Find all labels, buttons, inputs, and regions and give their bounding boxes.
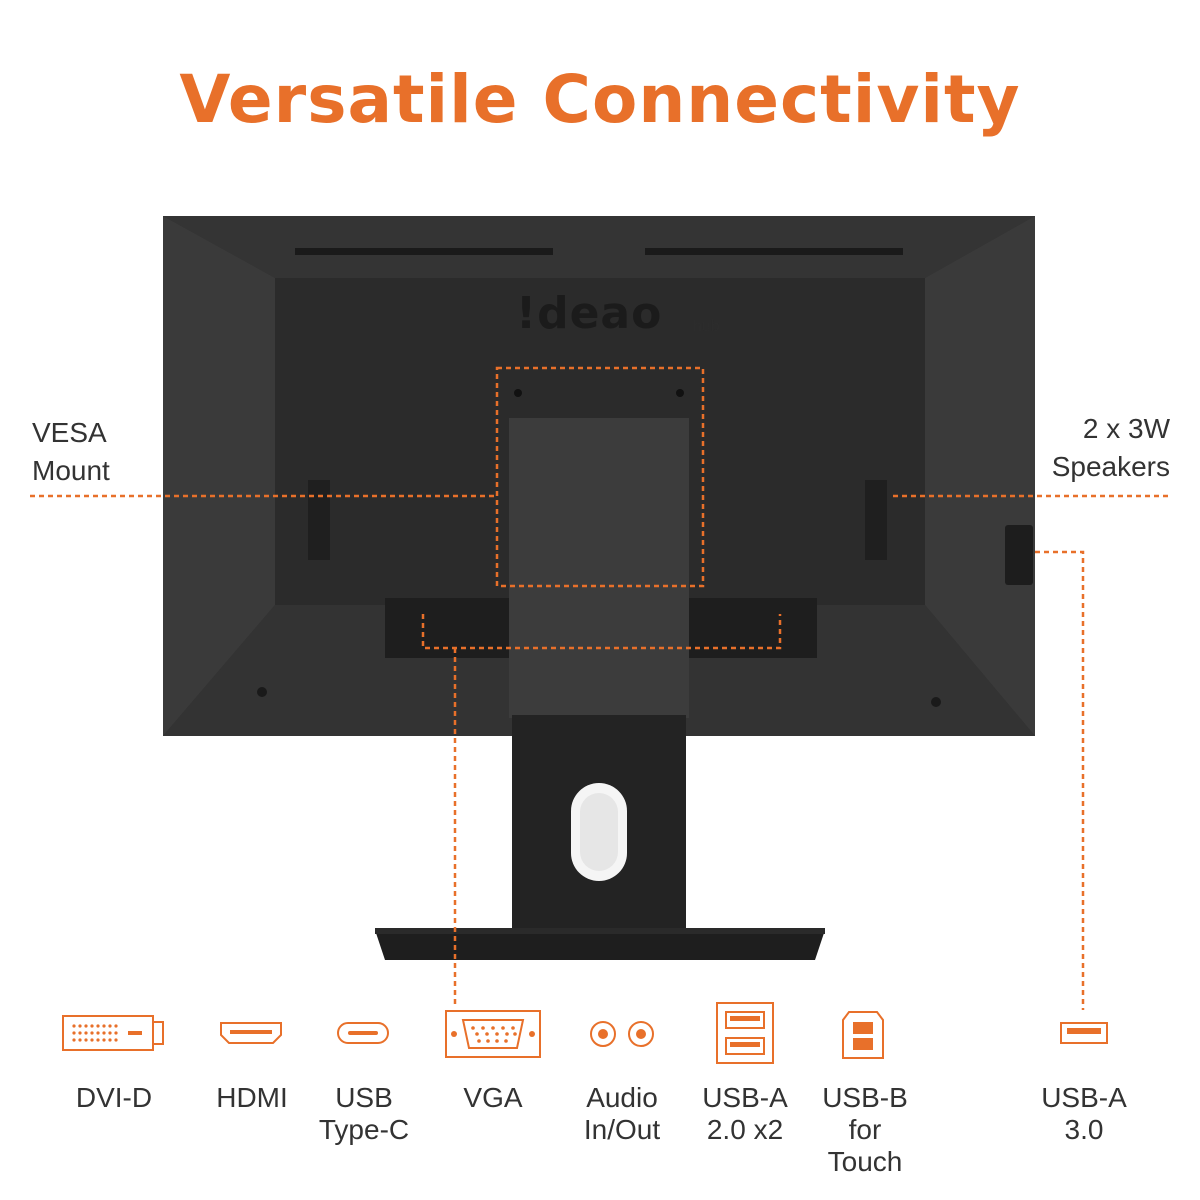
audio-port-icon xyxy=(590,1021,654,1047)
usb-b-port-icon xyxy=(842,1011,884,1059)
usb-type-c-port-icon xyxy=(337,1022,389,1044)
speaker-grill-right xyxy=(865,480,887,560)
dvi-d-port-icon xyxy=(62,1015,164,1051)
port-label-vga: VGA xyxy=(463,1082,523,1113)
speaker-grill-left xyxy=(308,480,330,560)
side-usb-port xyxy=(1005,525,1033,585)
side-usb-leader xyxy=(1035,550,1085,1010)
port-label-audio: Audio In/Out xyxy=(583,1082,661,1145)
speakers-label: 2 x 3W Speakers xyxy=(1051,413,1170,482)
usb-a-2-port-icon xyxy=(716,1002,774,1064)
callout-lines xyxy=(30,366,1170,1010)
port-label-usb-b: USB-B for Touch xyxy=(822,1082,908,1177)
brand-sub: hub xyxy=(693,318,720,335)
vesa-mount-label: VESA Mount xyxy=(32,417,110,486)
vesa-mount-outline xyxy=(495,366,705,588)
port-label-usb-a-2: USB-A 2.0 x2 xyxy=(702,1082,788,1145)
port-panel-outline xyxy=(421,614,782,650)
monitor-stand xyxy=(375,418,825,960)
port-label-dvi-d: DVI-D xyxy=(75,1082,153,1113)
port-label-usb-a-3: USB-A 3.0 xyxy=(1041,1082,1127,1145)
brand-logo: !deao xyxy=(516,288,663,339)
hdmi-port-icon xyxy=(220,1022,282,1044)
port-label-usb-type-c: USB Type-C xyxy=(318,1082,410,1145)
port-label-hdmi: HDMI xyxy=(216,1082,288,1113)
page-title: Versatile Connectivity xyxy=(179,61,1021,138)
vga-port-icon xyxy=(445,1010,541,1058)
usb-a-3-port-icon xyxy=(1060,1022,1108,1044)
